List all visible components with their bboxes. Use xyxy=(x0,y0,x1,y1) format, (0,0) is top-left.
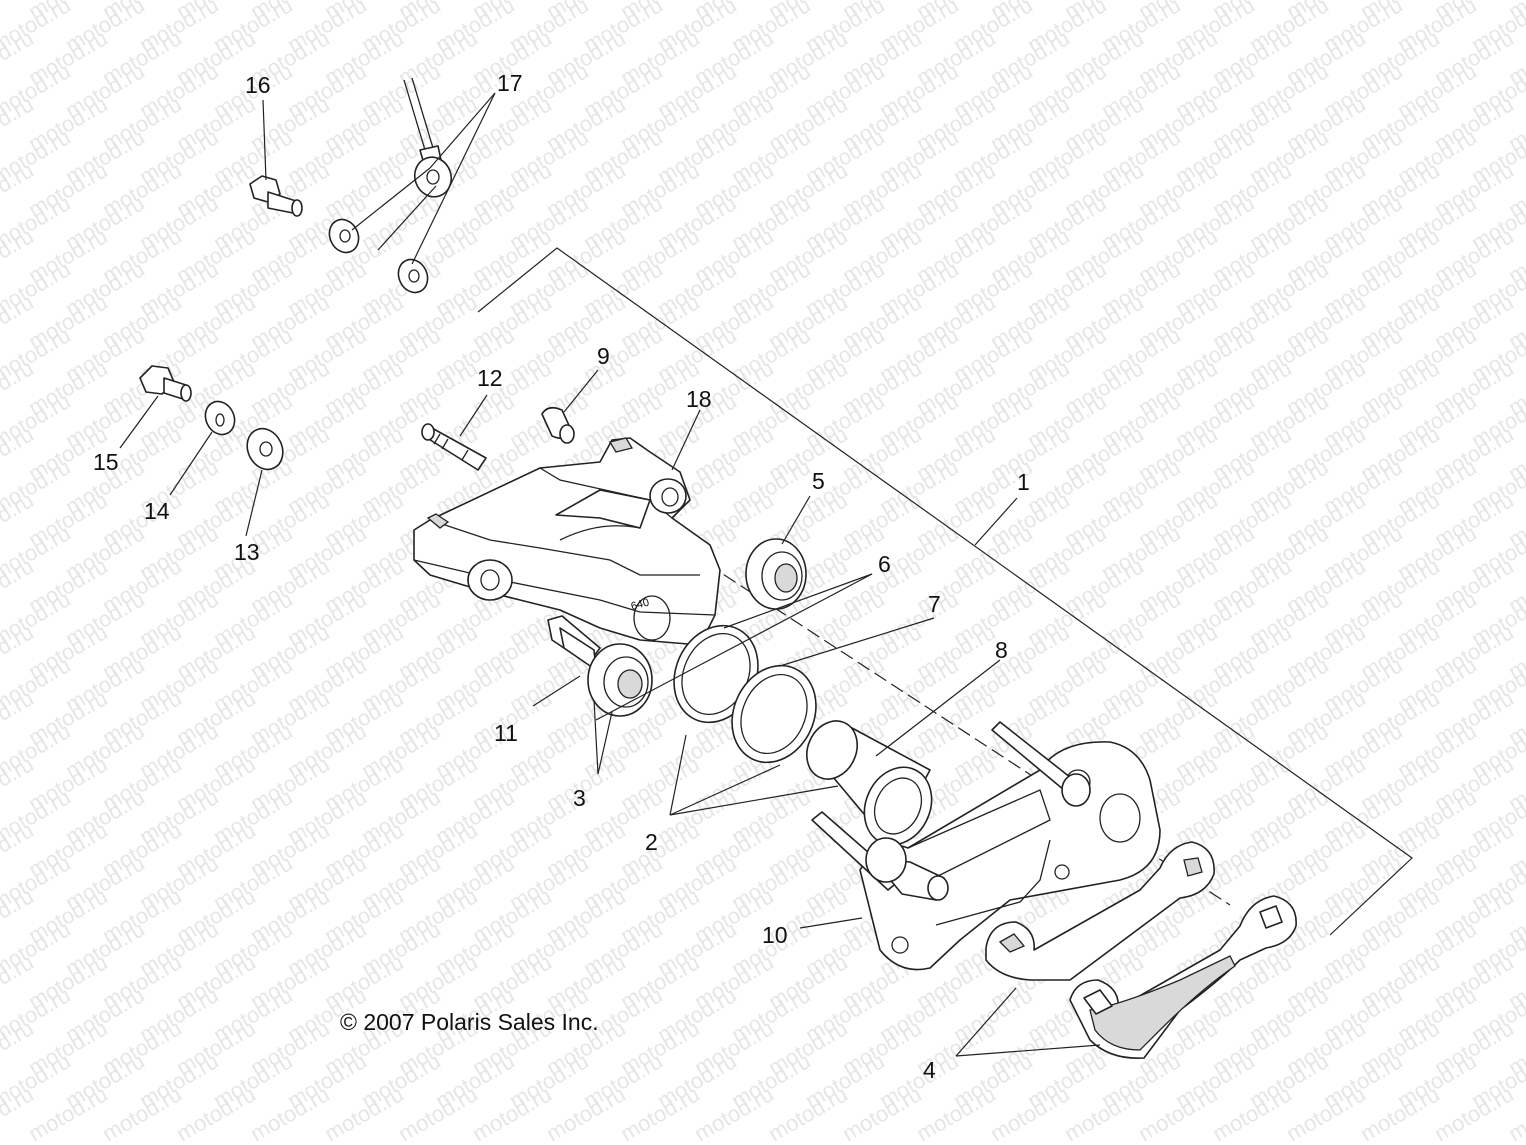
callout-7: 7 xyxy=(928,591,941,617)
callout-15: 15 xyxy=(93,449,119,475)
callout-13: 13 xyxy=(234,539,260,565)
callout-6: 6 xyxy=(878,551,891,577)
callout-17: 17 xyxy=(497,70,523,96)
callout-4: 4 xyxy=(923,1057,936,1083)
callout-14: 14 xyxy=(144,498,170,524)
dust-boot-3 xyxy=(587,643,653,717)
callout-16: 16 xyxy=(245,72,271,98)
callout-11: 11 xyxy=(494,720,518,746)
callout-8: 8 xyxy=(995,637,1008,663)
dust-boot-5 xyxy=(745,538,807,610)
copyright-notice: © 2007 Polaris Sales Inc. xyxy=(340,1009,599,1035)
callout-3: 3 xyxy=(573,785,586,811)
callout-10: 10 xyxy=(762,922,788,948)
callout-1: 1 xyxy=(1017,469,1030,495)
callout-18: 18 xyxy=(686,386,712,412)
callout-12: 12 xyxy=(477,365,503,391)
callout-9: 9 xyxy=(597,343,610,369)
callout-5: 5 xyxy=(812,468,825,494)
callout-2: 2 xyxy=(645,829,658,855)
